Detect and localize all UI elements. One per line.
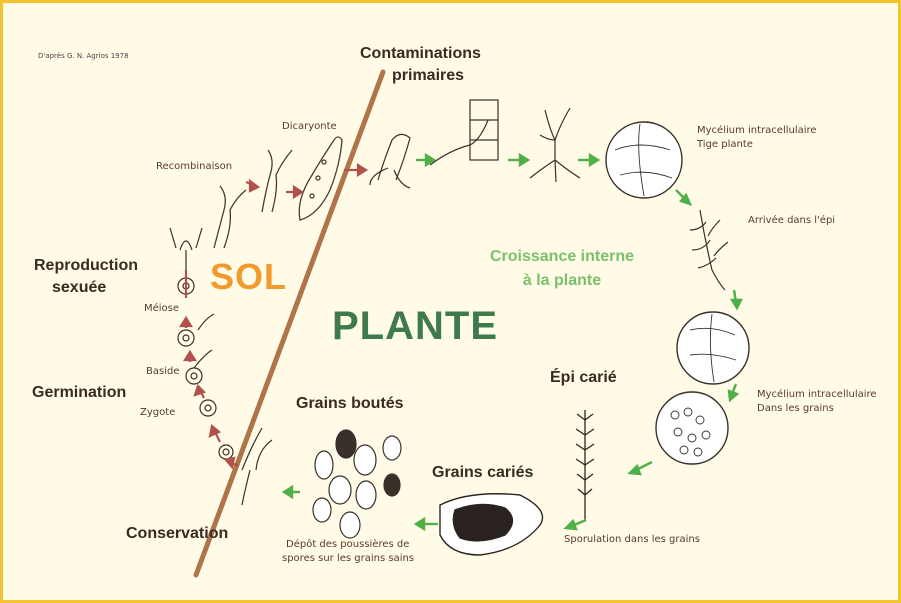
- label-primaires: primaires: [392, 66, 464, 86]
- grain-carie-sketch: [440, 494, 543, 555]
- label-croissance-2: à la plante: [452, 270, 672, 292]
- note-mycelium-grains-2: Dans les grains: [757, 402, 834, 415]
- grain-cells-view-1: [677, 312, 749, 384]
- grains-boutes-sketch: [313, 430, 401, 538]
- label-germination: Germination: [32, 383, 126, 403]
- note-meiose: Méiose: [144, 302, 179, 315]
- label-conservation: Conservation: [126, 524, 228, 544]
- tige-cells-view: [606, 122, 682, 198]
- label-contaminations: Contaminations: [360, 44, 481, 64]
- epi-sketch: [690, 210, 728, 290]
- label-grains-caries: Grains cariés: [432, 463, 533, 483]
- note-mycelium-grains-1: Mycélium intracellulaire: [757, 388, 877, 401]
- source-credit: D'après G. N. Agrios 1978: [38, 52, 129, 60]
- note-sporulation: Sporulation dans les grains: [564, 533, 700, 546]
- label-croissance-1: Croissance interne: [452, 246, 672, 268]
- note-depot-2: spores sur les grains sains: [282, 552, 414, 565]
- seedling-infection-1: [370, 134, 410, 188]
- note-arrivee-epi: Arrivée dans l'épi: [748, 214, 835, 227]
- note-depot-1: Dépôt des poussières de: [286, 538, 409, 551]
- label-reproduction-2: sexuée: [52, 278, 106, 298]
- dicaryonte-sketch: [299, 137, 342, 220]
- grain-cells-view-2: [656, 392, 728, 464]
- note-mycelium-tige-2: Tige plante: [697, 138, 753, 151]
- label-epi-carie: Épi carié: [550, 368, 617, 388]
- zone-plante: PLANTE: [332, 304, 498, 349]
- note-dicaryonte: Dicaryonte: [282, 120, 337, 133]
- note-zygote: Zygote: [140, 406, 175, 419]
- note-recombinaison: Recombinaison: [156, 160, 232, 173]
- seedling-infection-2: [430, 100, 498, 165]
- label-grains-boutes: Grains boutés: [296, 394, 404, 414]
- note-baside: Baside: [146, 365, 179, 378]
- seedling-3: [530, 108, 580, 182]
- note-mycelium-tige-1: Mycélium intracellulaire: [697, 124, 817, 137]
- epi-carie-sketch: [576, 410, 594, 520]
- zone-sol: SOL: [210, 256, 287, 298]
- label-reproduction-1: Reproduction: [34, 256, 138, 276]
